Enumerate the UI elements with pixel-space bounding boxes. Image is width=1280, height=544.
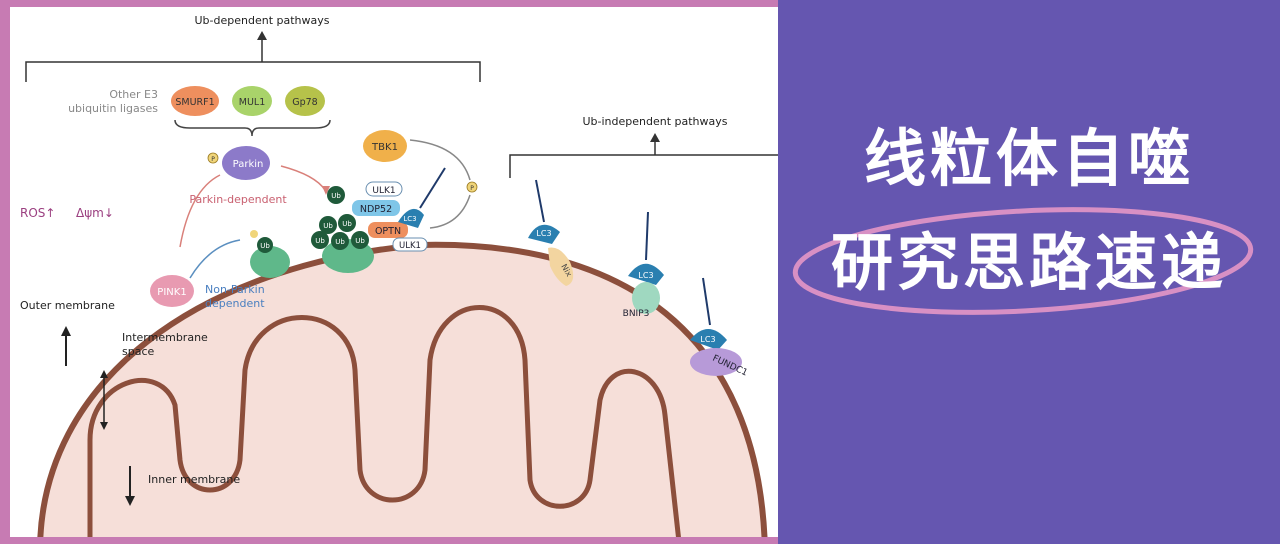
svg-text:LC3: LC3 [536,229,551,238]
svg-text:Ub: Ub [355,237,365,245]
svg-text:MUL1: MUL1 [239,97,266,108]
banner-title-line-1: 线粒体自噬 [778,128,1280,190]
svg-text:SMURF1: SMURF1 [175,97,214,108]
outer-membrane-label: Outer membrane [20,299,115,312]
svg-text:Ub: Ub [260,242,270,250]
svg-text:Ub: Ub [335,238,345,246]
pink1-protein: PINK1 [150,275,194,307]
ub-independent-label: Ub-independent pathways [582,115,727,128]
tbk1-arrow [410,140,470,180]
receptor-cluster-left: Ub [250,230,290,278]
svg-text:LC3: LC3 [403,215,416,223]
inner-membrane-label: Inner membrane [148,473,240,486]
svg-text:LC3: LC3 [700,335,715,344]
mitophagy-diagram: Ub-dependent pathways Other E3 ubiquitin… [0,0,778,544]
e3-brace [175,120,330,136]
svg-text:PINK1: PINK1 [157,287,186,298]
banner-title-line-2: 研究思路速递 [778,232,1280,294]
parkin-dependent-label: Parkin-dependent [189,193,287,206]
svg-text:Parkin: Parkin [233,159,264,170]
other-e3-label-2: ubiquitin ligases [68,102,158,115]
banner-panel: 线粒体自噬 研究思路速递 [778,0,1280,544]
smurf1-protein: SMURF1 [171,86,219,116]
fundc1-receptor: LC3 FUNDC1 [690,278,749,379]
non-parkin-label-1: Non-Parkin [205,283,265,296]
outer-membrane-arrow [61,326,71,366]
parkin-arrow-right [281,166,325,190]
svg-text:Gp78: Gp78 [292,97,317,108]
svg-text:Ub: Ub [323,222,333,230]
ub-dependent-label: Ub-dependent pathways [195,14,330,27]
svg-text:ULK1: ULK1 [372,186,395,196]
svg-text:LC3: LC3 [638,271,653,280]
svg-text:BNIP3: BNIP3 [623,309,650,319]
svg-text:P: P [470,185,474,192]
other-e3-label-1: Other E3 [109,88,158,101]
svg-text:Ub: Ub [315,237,325,245]
svg-text:NDP52: NDP52 [360,204,392,215]
svg-text:P: P [211,156,215,163]
dpsi-label: Δψm↓ [76,206,114,220]
ros-label: ROS↑ [20,206,55,220]
svg-text:TBK1: TBK1 [371,142,398,153]
intermembrane-label-2: space [122,345,155,358]
svg-text:Ub: Ub [331,192,341,200]
svg-text:Ub: Ub [342,220,352,228]
diagram-panel: Ub-dependent pathways Other E3 ubiquitin… [0,0,778,544]
parkin-arrow-up [180,175,220,247]
tbk1-protein: TBK1 [363,130,407,162]
mul1-protein: MUL1 [232,86,272,116]
svg-text:ULK1: ULK1 [399,241,421,251]
non-parkin-arrow [190,240,240,278]
ub-dependent-bracket: Ub-dependent pathways [26,14,480,82]
intermembrane-label-1: Intermembrane [122,331,208,344]
svg-text:OPTN: OPTN [375,226,401,237]
non-parkin-label-2: dependent [205,297,265,310]
parkin-protein: Parkin P [208,146,270,180]
ub-independent-bracket: Ub-independent pathways [510,115,778,178]
gp78-protein: Gp78 [285,86,325,116]
